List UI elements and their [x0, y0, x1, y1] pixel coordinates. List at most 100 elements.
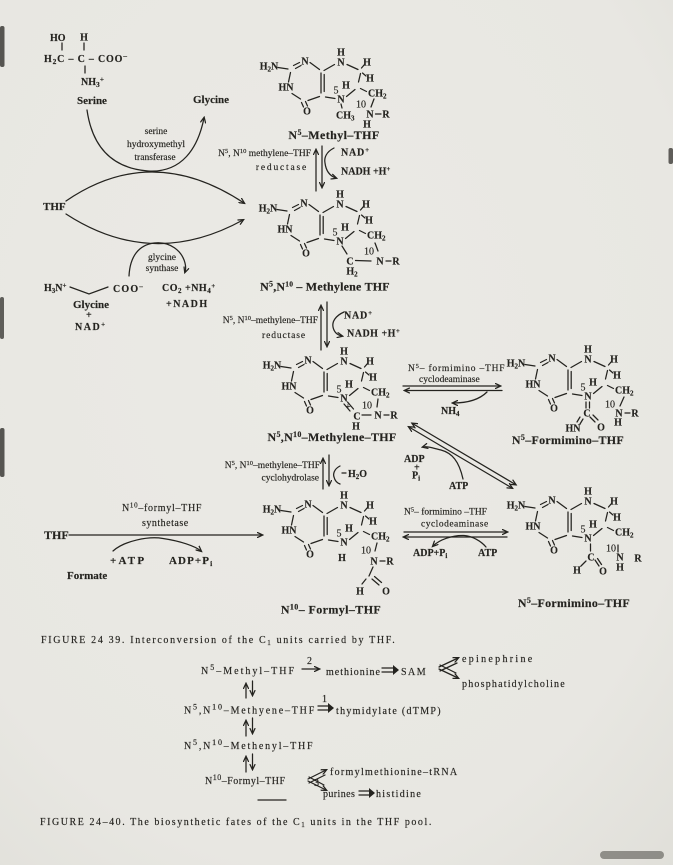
svg-text:FIGURE 24 39. Interconversion: FIGURE 24 39. Interconversion of the C1 … [41, 635, 396, 647]
svg-text:Serine: Serine [77, 95, 107, 107]
svg-text:ADP+Pi: ADP+Pi [413, 548, 447, 560]
svg-text:N5, N10 methylene–THF: N5, N10 methylene–THF [218, 148, 311, 159]
svg-text:H: H [352, 422, 360, 433]
svg-text:+: + [86, 310, 92, 321]
svg-text:N5–Methyl–THF: N5–Methyl–THF [201, 663, 296, 677]
svg-text:cyclohydrolase: cyclohydrolase [261, 474, 319, 484]
svg-text:NAD+: NAD+ [341, 146, 370, 159]
svg-text:reductase: reductase [262, 331, 306, 341]
svg-text:+NADH: +NADH [166, 299, 209, 310]
svg-text:THF: THF [43, 201, 66, 213]
svg-text:reductase: reductase [256, 163, 308, 173]
svg-text:synthetase: synthetase [142, 518, 189, 529]
svg-text:N: N [366, 110, 374, 121]
svg-text:Glycine: Glycine [73, 299, 109, 311]
svg-text:NH4: NH4 [441, 406, 460, 418]
svg-text:synthase: synthase [146, 264, 179, 274]
svg-text:C: C [587, 553, 594, 564]
svg-text:R: R [382, 110, 390, 121]
svg-text:purines: purines [323, 789, 355, 800]
svg-text:H: H [363, 120, 371, 131]
svg-text:epinephrine: epinephrine [462, 654, 535, 665]
svg-text:2: 2 [307, 656, 312, 667]
svg-text:10: 10 [605, 400, 615, 411]
svg-text:+: + [345, 402, 351, 413]
svg-text:N5,N10 – Methylene THF: N5,N10 – Methylene THF [260, 280, 390, 294]
svg-text:CO2 +NH4+: CO2 +NH4+ [162, 282, 216, 295]
svg-text:+ATP: +ATP [110, 555, 146, 567]
svg-text:N: N [616, 553, 624, 564]
svg-text:NADH +H+: NADH +H+ [341, 165, 390, 178]
svg-text:N5,N10–Methenyl–THF: N5,N10–Methenyl–THF [184, 738, 314, 752]
svg-text:HN: HN [566, 424, 582, 435]
svg-text:10: 10 [606, 544, 616, 555]
svg-text:CH3: CH3 [336, 111, 355, 123]
svg-text:N5–Formimino–THF: N5–Formimino–THF [518, 596, 630, 610]
svg-text:O: O [599, 567, 607, 578]
svg-text:H: H [356, 587, 364, 598]
svg-text:N: N [615, 409, 623, 420]
svg-text:glycine: glycine [148, 253, 176, 263]
svg-text:Glycine: Glycine [193, 94, 229, 106]
svg-text:H: H [616, 563, 624, 574]
svg-text:R: R [392, 257, 400, 268]
svg-text:H: H [338, 553, 346, 564]
svg-text:cyclodeaminase: cyclodeaminase [419, 375, 480, 385]
svg-text:FIGURE 24–40. The biosynthetic: FIGURE 24–40. The biosynthetic fates of … [40, 817, 433, 829]
svg-text:3: 3 [314, 778, 319, 789]
svg-text:NAD+: NAD+ [344, 309, 373, 322]
svg-text:H2: H2 [346, 267, 358, 279]
svg-text:H3N+: H3N+ [44, 282, 67, 296]
svg-text:H: H [80, 33, 88, 44]
svg-text:N5–Methyl–THF: N5–Methyl–THF [288, 128, 379, 142]
svg-text:R: R [634, 554, 642, 565]
svg-text:N5,N10–Methylene–THF: N5,N10–Methylene–THF [267, 430, 396, 444]
svg-text:O: O [382, 587, 390, 598]
svg-text:serine: serine [145, 127, 168, 137]
svg-text:N10–formyl–THF: N10–formyl–THF [122, 502, 202, 515]
svg-text:NADH +H+: NADH +H+ [347, 327, 400, 340]
svg-text:histidine: histidine [376, 789, 422, 800]
svg-text:N5,N10–Methyene–THF: N5,N10–Methyene–THF [184, 703, 316, 717]
svg-text:1: 1 [322, 694, 327, 705]
svg-text:C: C [346, 257, 353, 268]
svg-text:SAM: SAM [401, 667, 427, 678]
svg-text:H2C – C – COO–: H2C – C – COO– [44, 51, 128, 66]
svg-text:H: H [614, 418, 622, 429]
svg-text:ATP: ATP [478, 548, 497, 559]
svg-text:10: 10 [361, 546, 371, 557]
svg-text:N5, N10–methylene–THF: N5, N10–methylene–THF [223, 315, 318, 326]
svg-text:10: 10 [356, 100, 366, 111]
svg-text:cyclodeaminase: cyclodeaminase [421, 520, 489, 530]
svg-text:R: R [386, 557, 394, 568]
svg-text:formylmethionine–tRNA: formylmethionine–tRNA [330, 767, 458, 778]
svg-text:Pi: Pi [412, 471, 420, 483]
svg-text:N5–Formimino–THF: N5–Formimino–THF [512, 433, 624, 447]
svg-text:THF: THF [44, 528, 69, 542]
svg-text:O: O [597, 423, 605, 434]
svg-text:R: R [631, 409, 639, 420]
svg-text:transferase: transferase [134, 152, 175, 163]
svg-text:COO–: COO– [113, 283, 144, 296]
svg-text:R: R [390, 411, 398, 422]
svg-text:N: N [370, 557, 378, 568]
svg-text:N10– Formyl–THF: N10– Formyl–THF [281, 603, 381, 617]
svg-text:10: 10 [364, 247, 374, 258]
svg-text:methionine: methionine [326, 667, 381, 678]
svg-text:C: C [353, 412, 360, 423]
svg-text:Formate: Formate [67, 570, 107, 582]
svg-text:HO: HO [50, 33, 66, 44]
svg-text:H2O: H2O [348, 469, 367, 481]
svg-text:H: H [573, 566, 581, 577]
svg-text:N5, N10–methylene–THF: N5, N10–methylene–THF [225, 460, 320, 471]
svg-text:+: + [414, 463, 420, 474]
svg-text:N10–Formyl–THF: N10–Formyl–THF [205, 773, 286, 787]
svg-text:N5– formimino –THF: N5– formimino –THF [404, 507, 487, 518]
svg-text:hydroxymethyl: hydroxymethyl [127, 140, 185, 150]
svg-text:C: C [583, 409, 590, 420]
svg-text:NAD+: NAD+ [75, 321, 107, 334]
svg-text:10: 10 [362, 401, 372, 412]
svg-text:N: N [374, 411, 382, 422]
svg-text:ADP+Pi: ADP+Pi [169, 555, 213, 568]
svg-text:N: N [376, 257, 384, 268]
